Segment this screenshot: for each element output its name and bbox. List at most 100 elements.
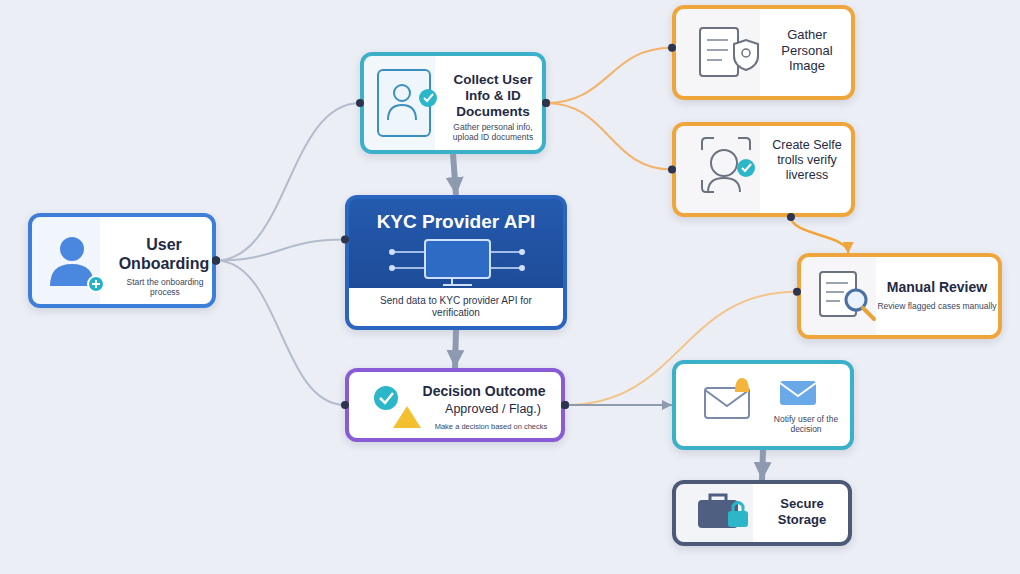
connector-group xyxy=(787,213,848,253)
process-box: Create Selfe trolls verify liveress xyxy=(672,122,855,217)
process-box: Notify user of the decision xyxy=(672,360,854,450)
node-title: Gather Personal Image xyxy=(766,27,848,74)
node-text: <API> xyxy=(429,252,494,268)
check-badge xyxy=(419,89,437,107)
connector-dot xyxy=(561,401,569,409)
process-box: Gather Personal Image xyxy=(672,5,855,100)
connector-dot xyxy=(668,44,676,52)
lock-body xyxy=(728,511,748,527)
connector-group xyxy=(542,99,676,174)
api-box: KYC Provider API <API> Send data to KYC pr… xyxy=(345,195,567,330)
node-title: Collect User Info & ID Documents xyxy=(442,72,544,121)
warning-triangle xyxy=(393,406,421,428)
user-body xyxy=(50,264,94,286)
node-text: Review flagged cases manually xyxy=(875,301,999,311)
id-card xyxy=(378,70,430,136)
node-text: Send data to KYC provider API for verifi… xyxy=(349,288,563,326)
face-outline xyxy=(711,150,737,176)
connector-dot xyxy=(341,236,349,244)
lock-shackle xyxy=(733,503,743,513)
circuit-dot xyxy=(519,265,525,271)
connectors xyxy=(212,44,848,480)
connector xyxy=(565,292,797,405)
decision-icon xyxy=(374,386,421,428)
api-illustration xyxy=(389,240,525,285)
envelope xyxy=(780,381,816,405)
connector-group xyxy=(212,99,364,265)
envelope-flap xyxy=(780,383,816,396)
decision-box: Decision OutcomeApproved / Flag.) Make a … xyxy=(345,368,565,442)
envelope xyxy=(705,388,749,418)
connector-group xyxy=(542,44,676,107)
connector-dot xyxy=(212,257,220,265)
connector-group xyxy=(762,450,763,480)
node-title: User Onboarding xyxy=(114,235,214,273)
scan-frame xyxy=(702,138,750,192)
face-shoulders xyxy=(708,178,740,192)
check-mark xyxy=(380,393,393,403)
document xyxy=(820,272,856,316)
connector-group xyxy=(561,288,801,409)
node-text: Make a decision based on checks xyxy=(421,422,561,431)
check-mark xyxy=(742,164,751,171)
notify-icon xyxy=(705,378,816,418)
node-text: Approved / Flag.) xyxy=(427,402,559,417)
briefcase-handle xyxy=(710,495,726,500)
selfie-icon xyxy=(702,138,755,192)
connector xyxy=(216,240,345,261)
connector-dot xyxy=(793,288,801,296)
connector xyxy=(762,450,763,480)
plus-badge xyxy=(88,276,104,292)
bell xyxy=(735,378,749,392)
node-title: Decision Outcome xyxy=(409,383,559,400)
node-title: Manual Review xyxy=(875,279,999,296)
connector xyxy=(565,404,672,406)
connector-group xyxy=(561,401,672,409)
connector xyxy=(216,103,360,261)
connector-dot xyxy=(668,166,676,174)
document xyxy=(700,28,738,76)
user-head xyxy=(60,237,84,261)
connector-group xyxy=(212,257,349,410)
node-title: Secure Storage xyxy=(762,496,842,527)
check-badge xyxy=(374,386,398,410)
circuit-dot xyxy=(519,249,525,255)
connector xyxy=(455,330,456,368)
node-title: KYC Provider API xyxy=(349,211,563,234)
check-badge xyxy=(737,159,755,177)
plus-sign xyxy=(92,280,100,288)
connector-dot xyxy=(341,401,349,409)
circuit-dot xyxy=(389,265,395,271)
connector-dot xyxy=(542,99,550,107)
magnifier-handle xyxy=(863,308,874,319)
connector-group xyxy=(212,236,349,265)
node-title: Notify user of the decision xyxy=(764,414,848,434)
connector xyxy=(546,48,672,103)
review-icon xyxy=(820,272,874,319)
storage-icon xyxy=(698,495,748,528)
id-card-body xyxy=(388,105,416,120)
monitor-stand xyxy=(443,278,472,285)
connector-group xyxy=(453,154,456,195)
user-icon xyxy=(50,237,104,292)
connector xyxy=(216,261,345,406)
document-lines xyxy=(707,40,728,60)
id-card-head xyxy=(394,85,410,101)
monitor xyxy=(425,240,490,278)
connector xyxy=(546,103,672,170)
connector-group xyxy=(455,330,456,368)
envelope-flap xyxy=(705,390,749,406)
node-text: Start the onboarding process xyxy=(116,277,214,297)
shield-person xyxy=(742,49,750,57)
connector xyxy=(791,217,848,253)
circuit-lines xyxy=(392,252,522,268)
connector-dot xyxy=(542,99,550,107)
connector-dot xyxy=(212,257,220,265)
circuit-dot xyxy=(389,249,395,255)
shield-badge xyxy=(734,40,758,70)
document-lines xyxy=(826,283,848,301)
id-card-icon xyxy=(378,70,437,136)
node-title: Create Selfe trolls verify liveress xyxy=(764,138,850,183)
